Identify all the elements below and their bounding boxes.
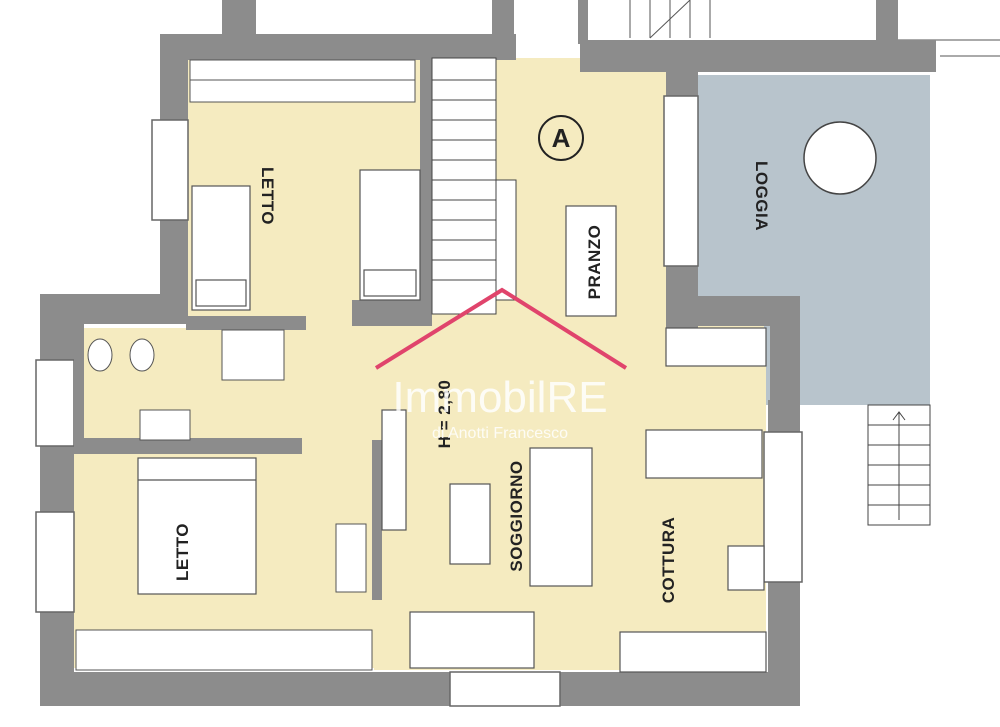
unit-marker: A bbox=[538, 115, 584, 161]
neighbour-walls bbox=[222, 0, 898, 44]
double-bed bbox=[137, 457, 257, 595]
loggia-stairs bbox=[867, 404, 931, 526]
watermark-brand: ImmobilRE bbox=[392, 373, 607, 422]
watermark-roof bbox=[374, 287, 628, 370]
room-label-cottura: COTTURA bbox=[659, 517, 678, 604]
internal-staircase bbox=[431, 57, 517, 315]
room-label-soggiorno: SOGGIORNO bbox=[507, 460, 526, 571]
desk bbox=[335, 523, 367, 593]
bed-single-2 bbox=[359, 169, 421, 301]
room-label-loggia: LOGGIA bbox=[752, 161, 771, 231]
interior-walls bbox=[74, 58, 432, 600]
room-height: H = 2,80 bbox=[435, 380, 454, 449]
room-label-pranzo: PRANZO bbox=[585, 225, 604, 300]
dining-table bbox=[565, 205, 617, 317]
apartment-floor bbox=[74, 58, 766, 670]
wardrobe-top bbox=[189, 59, 416, 103]
room-label-letto-bottom: LETTO bbox=[173, 523, 192, 581]
watermark-logo: ImmobilRE di Anotti Francesco bbox=[374, 287, 628, 442]
bed-single-1 bbox=[191, 185, 251, 311]
loggia-table bbox=[803, 121, 877, 195]
unit-marker-letter: A bbox=[552, 123, 571, 153]
watermark-owner: di Anotti Francesco bbox=[432, 425, 568, 442]
kitchen-counter bbox=[619, 327, 767, 673]
wardrobe-bottom bbox=[75, 629, 373, 671]
living-furniture bbox=[381, 409, 593, 669]
bathroom-fixtures bbox=[87, 329, 285, 441]
windows bbox=[35, 95, 803, 707]
room-label-letto-top: LETTO bbox=[258, 167, 277, 225]
